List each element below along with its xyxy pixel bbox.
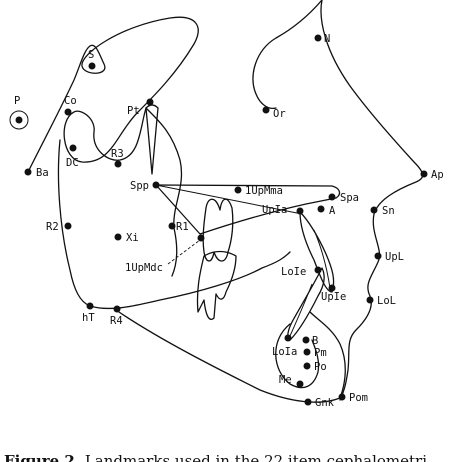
caption-text: Landmarks used in the 22 item cephalomet…: [80, 452, 427, 462]
landmark-dot-upie: [328, 284, 336, 292]
label-ap: Ap: [431, 169, 444, 181]
landmark-dot-loie: [314, 266, 322, 274]
label-lol: LoL: [377, 295, 396, 307]
porion-ear-circle: [9, 110, 29, 130]
landmark-dot-gnk: [304, 398, 312, 406]
landmark-dot-co: [64, 108, 72, 116]
label-b: B: [312, 335, 318, 347]
label-r3: R3: [111, 148, 124, 160]
landmark-dot-me: [296, 380, 304, 388]
landmark-dot-ht: [86, 302, 94, 310]
label-xi: Xi: [126, 232, 139, 244]
upmdc-leader: [167, 239, 201, 265]
landmark-dot-1upmma: [234, 186, 242, 194]
label-ht: hT: [82, 312, 95, 324]
landmark-dot-ap: [420, 170, 428, 178]
label-sn: Sn: [382, 205, 395, 217]
label-n: N: [324, 33, 330, 45]
upper-incisor: [299, 211, 335, 293]
label-loia: LoIa: [272, 346, 297, 358]
cranial-base-outline: [27, 16, 199, 277]
label-r1: R1: [176, 221, 189, 233]
landmark-dot-or: [262, 106, 270, 114]
label-me: Me: [279, 374, 292, 386]
label-upia: UpIa: [262, 204, 287, 216]
label-loie: LoIe: [281, 266, 306, 278]
label-pom: Pom: [349, 392, 368, 404]
landmark-dots: [15, 34, 428, 406]
lower-incisor-inner: [289, 283, 313, 337]
landmark-dot-po: [303, 362, 311, 370]
label-upie: UpIe: [321, 291, 346, 303]
label-pt: Pt: [127, 105, 140, 117]
label-ba: Ba: [36, 167, 49, 179]
landmark-dot-spp: [152, 181, 160, 189]
soft-tissue-profile: [320, 0, 424, 401]
palatal-line: [155, 184, 303, 215]
landmark-dot-b: [302, 336, 310, 344]
landmark-dot-r1: [168, 222, 176, 230]
label-p: P: [14, 95, 20, 107]
label-r4: R4: [110, 315, 123, 327]
landmark-dot-1upmdc: [197, 234, 205, 242]
label-po: Po: [314, 361, 327, 373]
landmark-dot-lol: [366, 296, 374, 304]
palate-outline: [155, 184, 341, 235]
landmark-dot-r4: [113, 305, 121, 313]
landmark-dot-xi: [114, 233, 122, 241]
pterygoid-spike: [145, 104, 159, 175]
label-1upmma: 1UpMma: [245, 185, 283, 197]
landmark-dot-pm: [303, 348, 311, 356]
label-1upmdc: 1UpMdc: [125, 262, 163, 274]
label-spa: Spa: [340, 192, 359, 204]
landmark-dot-r2: [64, 222, 72, 230]
label-r2: R2: [46, 221, 59, 233]
label-or: Or: [273, 108, 286, 120]
caption-label: Figure 2.: [4, 452, 80, 462]
figure-caption: Figure 2. Landmarks used in the 22 item …: [4, 452, 427, 462]
label-spp: Spp: [130, 180, 149, 192]
orbit-outline: [252, 0, 323, 110]
label-upl: UpL: [385, 251, 404, 263]
landmark-dot-upl: [374, 252, 382, 260]
landmark-dot-upia: [296, 207, 304, 215]
landmark-dot-r3: [114, 160, 122, 168]
landmark-dot-a: [317, 205, 325, 213]
landmark-labels: S P Co Pt DC R3 Ba Spp 1UpMma Spa UpIa A…: [14, 33, 444, 409]
landmark-dot-pom: [338, 393, 346, 401]
landmark-dot-n: [314, 34, 322, 42]
landmark-dot-p: [15, 116, 23, 124]
label-gnk: Gnk: [315, 397, 335, 409]
label-dc: DC: [66, 157, 79, 169]
landmark-dot-s: [88, 62, 96, 70]
landmark-dot-sn: [370, 206, 378, 214]
landmark-dot-ba: [24, 168, 32, 176]
symphysis: [275, 323, 320, 389]
landmark-dot-spa: [328, 193, 336, 201]
landmark-dot-pt: [146, 98, 154, 106]
label-co: Co: [64, 95, 77, 107]
label-pm: Pm: [314, 347, 327, 359]
label-a: A: [329, 205, 336, 217]
upper-incisor-inner: [313, 229, 331, 289]
mandible-lower-border: [115, 309, 346, 403]
lower-molar: [196, 250, 237, 321]
landmark-dot-dc: [69, 144, 77, 152]
label-s: S: [88, 49, 94, 61]
landmark-dot-loia: [284, 334, 292, 342]
